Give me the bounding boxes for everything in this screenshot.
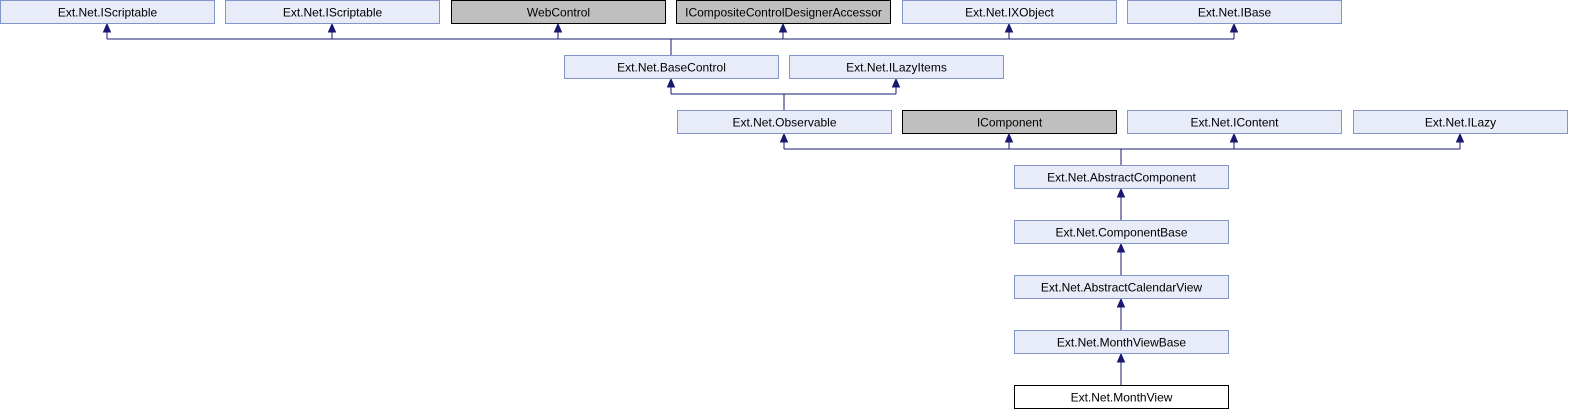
class-box xyxy=(1014,275,1229,299)
class-box xyxy=(902,110,1117,134)
class-node-monthview[interactable]: Ext.Net.MonthView xyxy=(1014,385,1229,409)
arrowhead xyxy=(102,22,112,33)
edges-layer xyxy=(102,22,1465,385)
class-node-ilazyitems[interactable]: Ext.Net.ILazyItems xyxy=(789,55,1004,79)
class-label: WebControl xyxy=(527,6,590,20)
class-label: Ext.Net.MonthView xyxy=(1071,391,1173,405)
class-box xyxy=(451,0,666,24)
class-node-ixobject[interactable]: Ext.Net.IXObject xyxy=(902,0,1117,24)
class-node-monthviewbase[interactable]: Ext.Net.MonthViewBase xyxy=(1014,330,1229,354)
inheritance-edge-group xyxy=(1116,242,1126,275)
arrowhead xyxy=(1004,22,1014,33)
class-box xyxy=(1014,385,1229,409)
class-box xyxy=(789,55,1004,79)
class-label: Ext.Net.MonthViewBase xyxy=(1057,336,1187,350)
class-node-iscriptable-2[interactable]: Ext.Net.IScriptable xyxy=(225,0,440,24)
class-box xyxy=(677,110,892,134)
class-label: Ext.Net.AbstractComponent xyxy=(1047,171,1196,185)
arrowhead xyxy=(553,22,563,33)
class-node-abstractcalendarview[interactable]: Ext.Net.AbstractCalendarView xyxy=(1014,275,1229,299)
class-box xyxy=(1127,0,1342,24)
class-label: ICompositeControlDesignerAccessor xyxy=(685,6,882,20)
class-node-icontent[interactable]: Ext.Net.IContent xyxy=(1127,110,1342,134)
arrowhead xyxy=(779,132,789,143)
class-box xyxy=(0,0,215,24)
arrowhead xyxy=(891,77,901,88)
class-label: Ext.Net.IScriptable xyxy=(283,6,383,20)
class-node-abstractcomponent[interactable]: Ext.Net.AbstractComponent xyxy=(1014,165,1229,189)
inheritance-edge-group xyxy=(1116,187,1126,220)
inheritance-edge-group xyxy=(779,132,1465,165)
arrowhead xyxy=(327,22,337,33)
class-box xyxy=(676,0,891,24)
class-node-ibase[interactable]: Ext.Net.IBase xyxy=(1127,0,1342,24)
class-label: Ext.Net.IContent xyxy=(1190,116,1279,130)
class-box xyxy=(902,0,1117,24)
class-label: Ext.Net.IBase xyxy=(1198,6,1272,20)
class-node-basecontrol[interactable]: Ext.Net.BaseControl xyxy=(564,55,779,79)
class-node-webcontrol[interactable]: WebControl xyxy=(451,0,666,24)
arrowhead xyxy=(1004,132,1014,143)
class-node-iscriptable-1[interactable]: Ext.Net.IScriptable xyxy=(0,0,215,24)
class-label: Ext.Net.ILazy xyxy=(1425,116,1496,130)
class-box xyxy=(564,55,779,79)
inheritance-edge-group xyxy=(666,77,901,110)
inheritance-edge-group xyxy=(1116,352,1126,385)
arrowhead xyxy=(1116,352,1126,363)
arrowhead xyxy=(778,22,788,33)
arrowhead xyxy=(1116,187,1126,198)
nodes-layer: Ext.Net.IScriptable Ext.Net.IScriptable We… xyxy=(0,0,1568,409)
arrowhead xyxy=(1229,132,1239,143)
arrowhead xyxy=(1116,297,1126,308)
inheritance-edge-group xyxy=(102,22,1239,55)
class-box xyxy=(1014,165,1229,189)
class-label: Ext.Net.ComponentBase xyxy=(1055,226,1187,240)
class-box xyxy=(1353,110,1568,134)
class-label: IComponent xyxy=(977,116,1043,130)
class-box xyxy=(1014,330,1229,354)
arrowhead xyxy=(1116,242,1126,253)
class-label: Ext.Net.IXObject xyxy=(965,6,1054,20)
arrowhead xyxy=(1229,22,1239,33)
class-node-icomposite[interactable]: ICompositeControlDesignerAccessor xyxy=(676,0,891,24)
inheritance-edge-group xyxy=(1116,297,1126,330)
class-label: Ext.Net.AbstractCalendarView xyxy=(1041,281,1203,295)
class-node-icomponent[interactable]: IComponent xyxy=(902,110,1117,134)
class-label: Ext.Net.IScriptable xyxy=(58,6,158,20)
class-label: Ext.Net.ILazyItems xyxy=(846,61,947,75)
arrowhead xyxy=(666,77,676,88)
class-box xyxy=(225,0,440,24)
class-box xyxy=(1014,220,1229,244)
class-node-componentbase[interactable]: Ext.Net.ComponentBase xyxy=(1014,220,1229,244)
class-node-ilazy[interactable]: Ext.Net.ILazy xyxy=(1353,110,1568,134)
class-box xyxy=(1127,110,1342,134)
arrowhead xyxy=(1455,132,1465,143)
class-label: Ext.Net.BaseControl xyxy=(617,61,726,75)
class-label: Ext.Net.Observable xyxy=(732,116,836,130)
class-node-observable[interactable]: Ext.Net.Observable xyxy=(677,110,892,134)
